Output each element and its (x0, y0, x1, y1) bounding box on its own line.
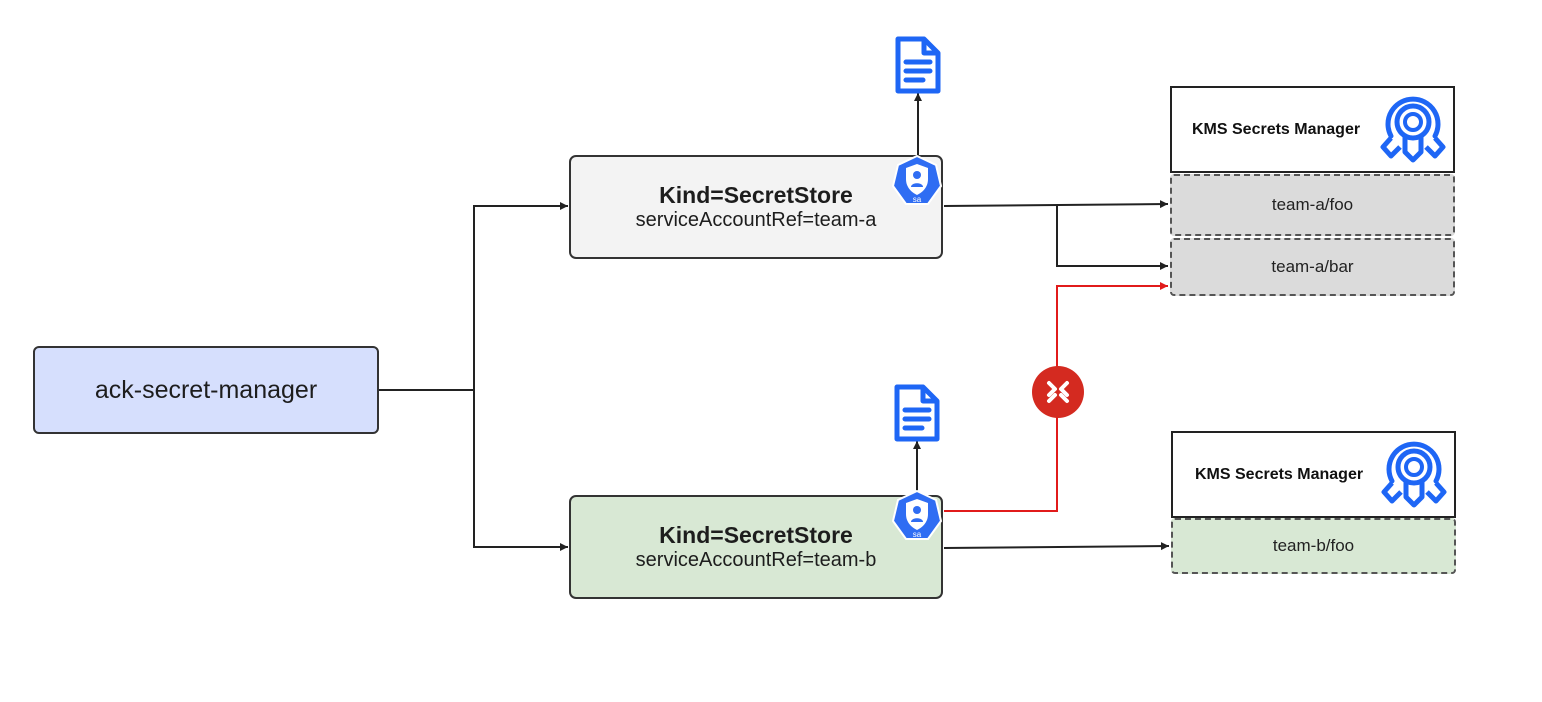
store-b-to-team-b-foo-connector (943, 542, 1170, 551)
secret-store-kind-label: Kind=SecretStore (659, 182, 853, 209)
root-to-store-b-connector (473, 390, 568, 551)
secret-label: team-a/bar (1271, 257, 1354, 276)
store-a-to-team-a-bar-connector (1056, 206, 1168, 270)
service-account-icon: sa (891, 490, 943, 540)
secret-store-team-a: Kind=SecretStore serviceAccountRef=team-… (569, 155, 943, 259)
secret-store-team-b: Kind=SecretStore serviceAccountRef=team-… (569, 495, 943, 599)
secret-store-kind-label: Kind=SecretStore (659, 522, 853, 549)
root-to-store-a-connector (379, 202, 568, 391)
document-icon (895, 36, 941, 94)
service-account-label: sa (913, 530, 922, 539)
deny-icon (1032, 366, 1084, 418)
secret-team-a-bar: team-a/bar (1170, 238, 1455, 296)
service-account-ref-label: serviceAccountRef=team-b (635, 548, 877, 571)
secret-team-a-foo: team-a/foo (1170, 174, 1455, 236)
kms-icon (1380, 96, 1446, 163)
secret-label: team-a/foo (1271, 195, 1354, 214)
document-icon (894, 384, 940, 442)
ack-secret-manager-label: ack-secret-manager (94, 375, 318, 404)
service-account-ref-label: serviceAccountRef=team-a (635, 208, 877, 231)
store-a-to-team-a-foo-connector (943, 200, 1169, 209)
secret-team-b-foo: team-b/foo (1171, 518, 1456, 574)
service-account-icon: sa (891, 155, 943, 205)
ack-secret-manager-node: ack-secret-manager (33, 346, 379, 434)
kms-secrets-manager-title: KMS Secrets Manager (1195, 465, 1364, 483)
kms-secrets-manager-title: KMS Secrets Manager (1192, 120, 1361, 138)
secret-label: team-b/foo (1272, 536, 1355, 555)
kms-secrets-manager-b: KMS Secrets Manager (1171, 431, 1456, 518)
service-account-label: sa (913, 195, 922, 204)
kms-icon (1381, 441, 1447, 508)
kms-secrets-manager-a: KMS Secrets Manager (1170, 86, 1455, 173)
